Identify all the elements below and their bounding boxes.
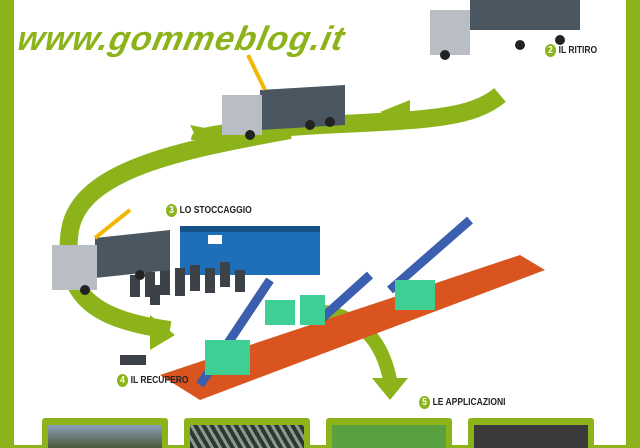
truck-top	[430, 0, 580, 60]
step-label: LO STOCCAGGIO	[179, 205, 252, 216]
step-label: LE APPLICAZIONI	[432, 397, 506, 408]
building-logo	[208, 235, 222, 244]
step-number-badge: 5	[419, 396, 431, 409]
arrow-head-2	[190, 125, 215, 155]
step-label: IL RITIRO	[558, 45, 598, 56]
step-label: IL RECUPERO	[130, 375, 189, 386]
truck-bottom	[52, 208, 170, 295]
watermark-logo: www.gommeblog.it	[14, 20, 349, 58]
step-applicazioni: 5 LE APPLICAZIONI	[419, 396, 505, 409]
tyre-stacks	[120, 262, 245, 365]
truck-middle	[222, 54, 345, 140]
step-number-badge: 2	[545, 44, 557, 57]
step-recupero: 4 IL RECUPERO	[117, 374, 189, 387]
arrow-head-3	[150, 315, 175, 350]
step-ritiro: 2 IL RITIRO	[545, 44, 597, 57]
arrow-head-4	[372, 378, 408, 400]
machines	[205, 280, 435, 375]
flow-arrow-2	[59, 121, 292, 339]
step-stoccaggio: 3 LO STOCCAGGIO	[166, 204, 252, 217]
application-photo-4	[468, 418, 594, 448]
application-photo-1	[42, 418, 168, 448]
arrow-head-1	[380, 100, 410, 128]
application-photo-3	[326, 418, 452, 448]
factory-floor	[160, 255, 545, 400]
application-photo-2	[184, 418, 310, 448]
step-number-badge: 4	[117, 374, 129, 387]
storage-building	[180, 230, 320, 275]
step-number-badge: 3	[166, 204, 178, 217]
